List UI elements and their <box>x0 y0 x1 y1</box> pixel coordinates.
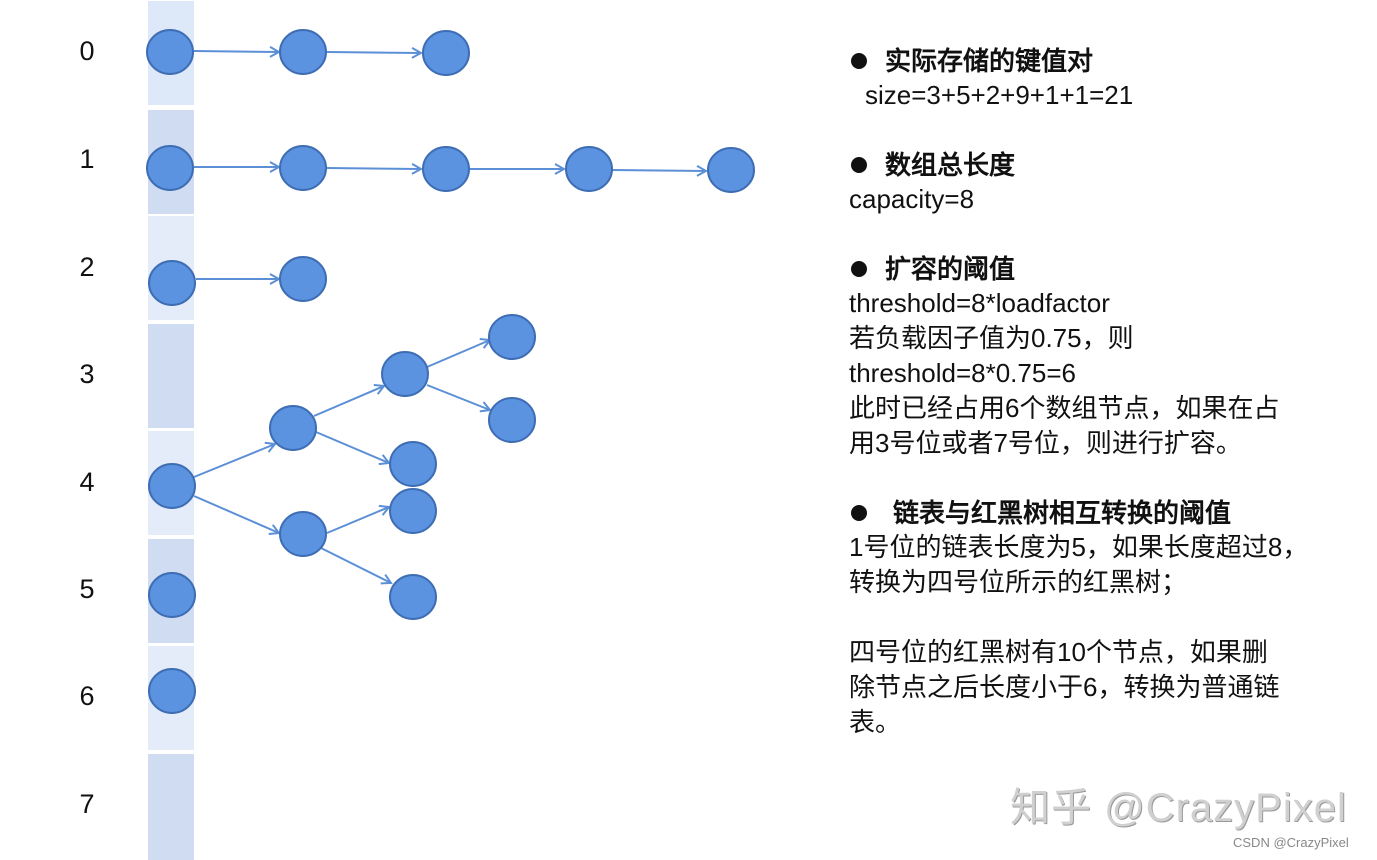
notes-panel: 实际存储的键值对 size=3+5+2+9+1+1=21 数组总长度 capac… <box>849 44 1359 740</box>
section-treeify: 链表与红黑树相互转换的阈值 1号位的链表长度为5，如果长度超过8， 转换为四号位… <box>849 496 1359 740</box>
heading-text: 数组总长度 <box>885 150 1016 180</box>
edges <box>193 51 706 583</box>
text-line: 除节点之后长度小于6，转换为普通链 <box>849 672 1280 702</box>
node <box>488 397 536 443</box>
node <box>488 314 536 360</box>
bullet-icon <box>851 505 867 521</box>
heading-text: 扩容的阈值 <box>885 254 1016 284</box>
node <box>389 574 437 620</box>
node <box>381 351 429 397</box>
index-label-2: 2 <box>79 252 95 282</box>
section-heading: 数组总长度 <box>849 148 1359 182</box>
index-label-7: 7 <box>79 789 95 819</box>
heading-text: 实际存储的键值对 <box>885 46 1094 76</box>
section-size: 实际存储的键值对 size=3+5+2+9+1+1=21 <box>849 44 1359 113</box>
node <box>279 29 327 75</box>
node <box>389 488 437 534</box>
node <box>148 260 196 306</box>
node <box>422 30 470 76</box>
node <box>279 511 327 557</box>
zhihu-watermark: 知乎 @CrazyPixel <box>1010 786 1347 830</box>
index-label-6: 6 <box>79 681 95 711</box>
text-line: threshold=8*0.75=6 <box>849 358 1076 388</box>
text-line: size=3+5+2+9+1+1=21 <box>865 80 1134 110</box>
index-label-1: 1 <box>79 144 95 174</box>
nodes <box>146 29 755 714</box>
csdn-watermark: CSDN @CrazyPixel <box>1233 835 1349 850</box>
index-label-0: 0 <box>79 36 95 66</box>
section-heading: 链表与红黑树相互转换的阈值 <box>849 496 1359 530</box>
text-line: 1号位的链表长度为5，如果长度超过8， <box>849 532 1309 562</box>
bucket-array <box>148 1 194 860</box>
section-threshold: 扩容的阈值 threshold=8*loadfactor 若负载因子值为0.75… <box>849 252 1359 461</box>
bullet-icon <box>851 261 867 277</box>
text-line: 用3号位或者7号位，则进行扩容。 <box>849 428 1242 458</box>
section-capacity: 数组总长度 capacity=8 <box>849 148 1359 217</box>
bullet-icon <box>851 157 867 173</box>
heading-text: 链表与红黑树相互转换的阈值 <box>893 498 1232 528</box>
node <box>422 146 470 192</box>
text-line: 若负载因子值为0.75，则 <box>849 323 1134 353</box>
section-heading: 扩容的阈值 <box>849 252 1359 286</box>
node <box>389 441 437 487</box>
node <box>707 147 755 193</box>
index-label-3: 3 <box>79 359 95 389</box>
text-line: 表。 <box>849 707 902 737</box>
node <box>148 572 196 618</box>
text-line: 转换为四号位所示的红黑树； <box>849 567 1188 597</box>
text-line: 四号位的红黑树有10个节点，如果删 <box>849 637 1268 667</box>
tree-root-node <box>148 463 196 509</box>
text-line: capacity=8 <box>849 184 975 214</box>
node <box>565 146 613 192</box>
node <box>146 145 194 191</box>
bucket-cell-7 <box>148 754 194 860</box>
node <box>279 256 327 302</box>
section-heading: 实际存储的键值对 <box>849 44 1359 78</box>
text-line: threshold=8*loadfactor <box>849 288 1110 318</box>
index-label-4: 4 <box>79 467 95 497</box>
index-label-5: 5 <box>79 574 95 604</box>
text-line: 此时已经占用6个数组节点，如果在占 <box>849 393 1280 423</box>
node <box>148 668 196 714</box>
node <box>146 29 194 75</box>
node <box>269 405 317 451</box>
bucket-cell-3 <box>148 324 194 428</box>
text-line <box>849 600 1359 635</box>
node <box>279 145 327 191</box>
bullet-icon <box>851 53 867 69</box>
